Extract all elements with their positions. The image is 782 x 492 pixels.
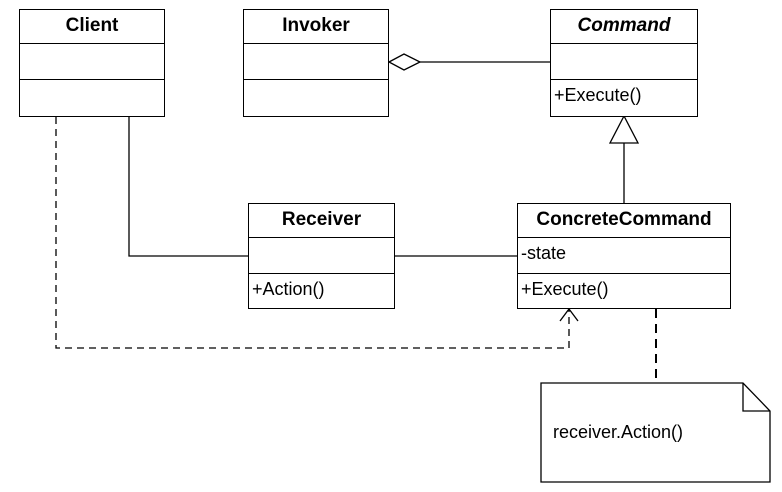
class-concretecommand[interactable]: ConcreteCommand -state +Execute() xyxy=(517,203,731,309)
aggregation-diamond-icon xyxy=(387,53,422,71)
class-concretecommand-name: ConcreteCommand xyxy=(518,204,730,238)
class-command-operations: +Execute() xyxy=(554,85,642,105)
note-fold-icon xyxy=(742,383,770,412)
dependency-arrowhead-icon xyxy=(559,307,579,322)
class-receiver-operations: +Action() xyxy=(252,279,325,299)
class-invoker[interactable]: Invoker xyxy=(243,9,389,117)
note-text: receiver.Action() xyxy=(553,422,684,442)
note-box xyxy=(540,382,771,483)
class-command-attributes xyxy=(551,44,697,80)
class-invoker-attributes xyxy=(244,44,388,80)
class-client-attributes xyxy=(20,44,164,80)
class-concretecommand-operations: +Execute() xyxy=(521,279,609,299)
class-concretecommand-attributes: -state xyxy=(518,238,730,274)
class-invoker-name: Invoker xyxy=(244,10,388,44)
class-receiver[interactable]: Receiver +Action() xyxy=(248,203,395,309)
class-receiver-attributes xyxy=(249,238,394,274)
client-receiver-association xyxy=(128,117,248,257)
class-invoker-operations xyxy=(244,80,388,115)
generalization-triangle-icon xyxy=(608,114,640,144)
class-command[interactable]: Command +Execute() xyxy=(550,9,698,117)
class-command-name: Command xyxy=(551,10,697,44)
class-receiver-name: Receiver xyxy=(249,204,394,238)
class-client-operations xyxy=(20,80,164,115)
class-client-name: Client xyxy=(20,10,164,44)
class-client[interactable]: Client xyxy=(19,9,165,117)
